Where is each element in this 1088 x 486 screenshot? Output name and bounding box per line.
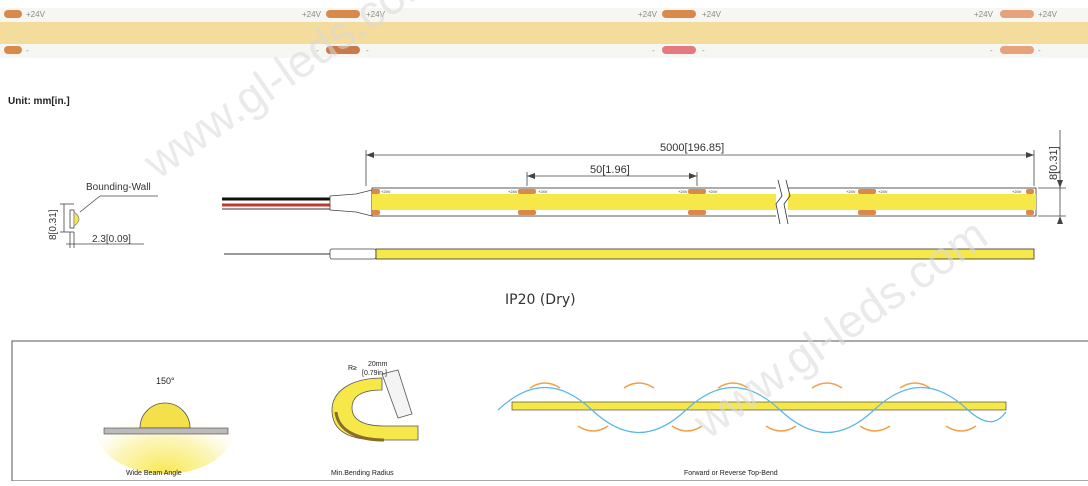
strip-label: -: [1038, 46, 1041, 55]
front-view-diagram: +24V +24V +24V +24V +24V +24V +24V +24V: [222, 130, 1066, 225]
bend-radius-prefix: R≥: [348, 365, 357, 372]
beam-angle-illustration: [95, 382, 235, 474]
strip-label: -: [702, 46, 705, 55]
pad-label: +24V: [1012, 189, 1022, 194]
bend-radius-mm: 20mm: [368, 361, 388, 368]
strip-cob: [372, 194, 1036, 210]
side-profile: [69, 209, 75, 229]
top-led-strip: +24V +24V +24V +24V +24V +24V +24V - - -…: [0, 8, 1088, 58]
length-dim-label: 5000[196.85]: [660, 142, 724, 154]
side-height-label: 8[0.31]: [48, 209, 59, 240]
pad-label: +24V: [381, 189, 391, 194]
wall-leader: [79, 195, 101, 213]
watermark-text: www.gl-leds.com: [683, 208, 996, 449]
strip-label: +24V: [702, 10, 722, 19]
top-bend-caption: Forward or Reverse Top-Bend: [684, 470, 778, 477]
bounding-wall-label: Bounding-Wall: [86, 182, 151, 193]
strip-label: +24V: [974, 10, 994, 19]
strip-label: +24V: [366, 10, 386, 19]
strip-label: +24V: [26, 10, 46, 19]
beam-dome: [139, 402, 191, 429]
beam-angle-value: 150°: [156, 376, 175, 386]
bend-flap: [381, 369, 413, 419]
beam-base: [103, 427, 229, 435]
pad-label: +24V: [846, 189, 856, 194]
strip-cob-band: [0, 22, 1088, 44]
strip-label: -: [990, 46, 993, 55]
topbend-wave: [497, 387, 1007, 433]
strip-label: -: [316, 46, 319, 55]
cut-dim-label: 50[1.96]: [590, 164, 630, 176]
side-thickness-label: 2.3[0.09]: [92, 234, 131, 245]
width-dim-label: 8[0.31]: [1048, 146, 1060, 180]
pad-label: +24V: [508, 189, 518, 194]
beam-angle-caption: Wide Beam Angle: [126, 470, 182, 477]
strip-side-elevation: [224, 248, 1035, 260]
strip-label: -: [366, 46, 369, 55]
front-pads: [372, 189, 1034, 215]
topbend-strip: [511, 401, 1007, 411]
bend-radius-illustration: [331, 369, 419, 442]
strip-side: [375, 248, 1035, 260]
connector-housing: [329, 189, 373, 217]
strip-pads-plus: [4, 10, 1034, 18]
top-bend-illustration: [497, 382, 1007, 433]
side-view-diagram: [60, 195, 158, 248]
break-mark: [775, 179, 783, 225]
ip-rating-label: IP20 (Dry): [505, 292, 576, 308]
strip-label: -: [652, 46, 655, 55]
unit-label: Unit: mm[in.]: [8, 96, 70, 107]
bend-radius-in: [0.79in.]: [362, 370, 387, 377]
pad-label: +24V: [538, 189, 548, 194]
bend-strip: [331, 377, 419, 441]
break-gap: [776, 180, 788, 224]
topbend-arrows: [529, 382, 977, 432]
connector-side: [329, 248, 377, 260]
strip-label: +24V: [638, 10, 658, 19]
bend-radius-caption: Min.Bending Radius: [331, 470, 394, 477]
side-cob: [73, 211, 80, 227]
strip-label: +24V: [1038, 10, 1058, 19]
pad-label: +24V: [708, 189, 718, 194]
strip-label: +24V: [302, 10, 322, 19]
strip-label: -: [26, 46, 29, 55]
pad-label: +24V: [878, 189, 888, 194]
strip-pads-minus: [4, 46, 1034, 54]
pad-label: +24V: [678, 189, 688, 194]
